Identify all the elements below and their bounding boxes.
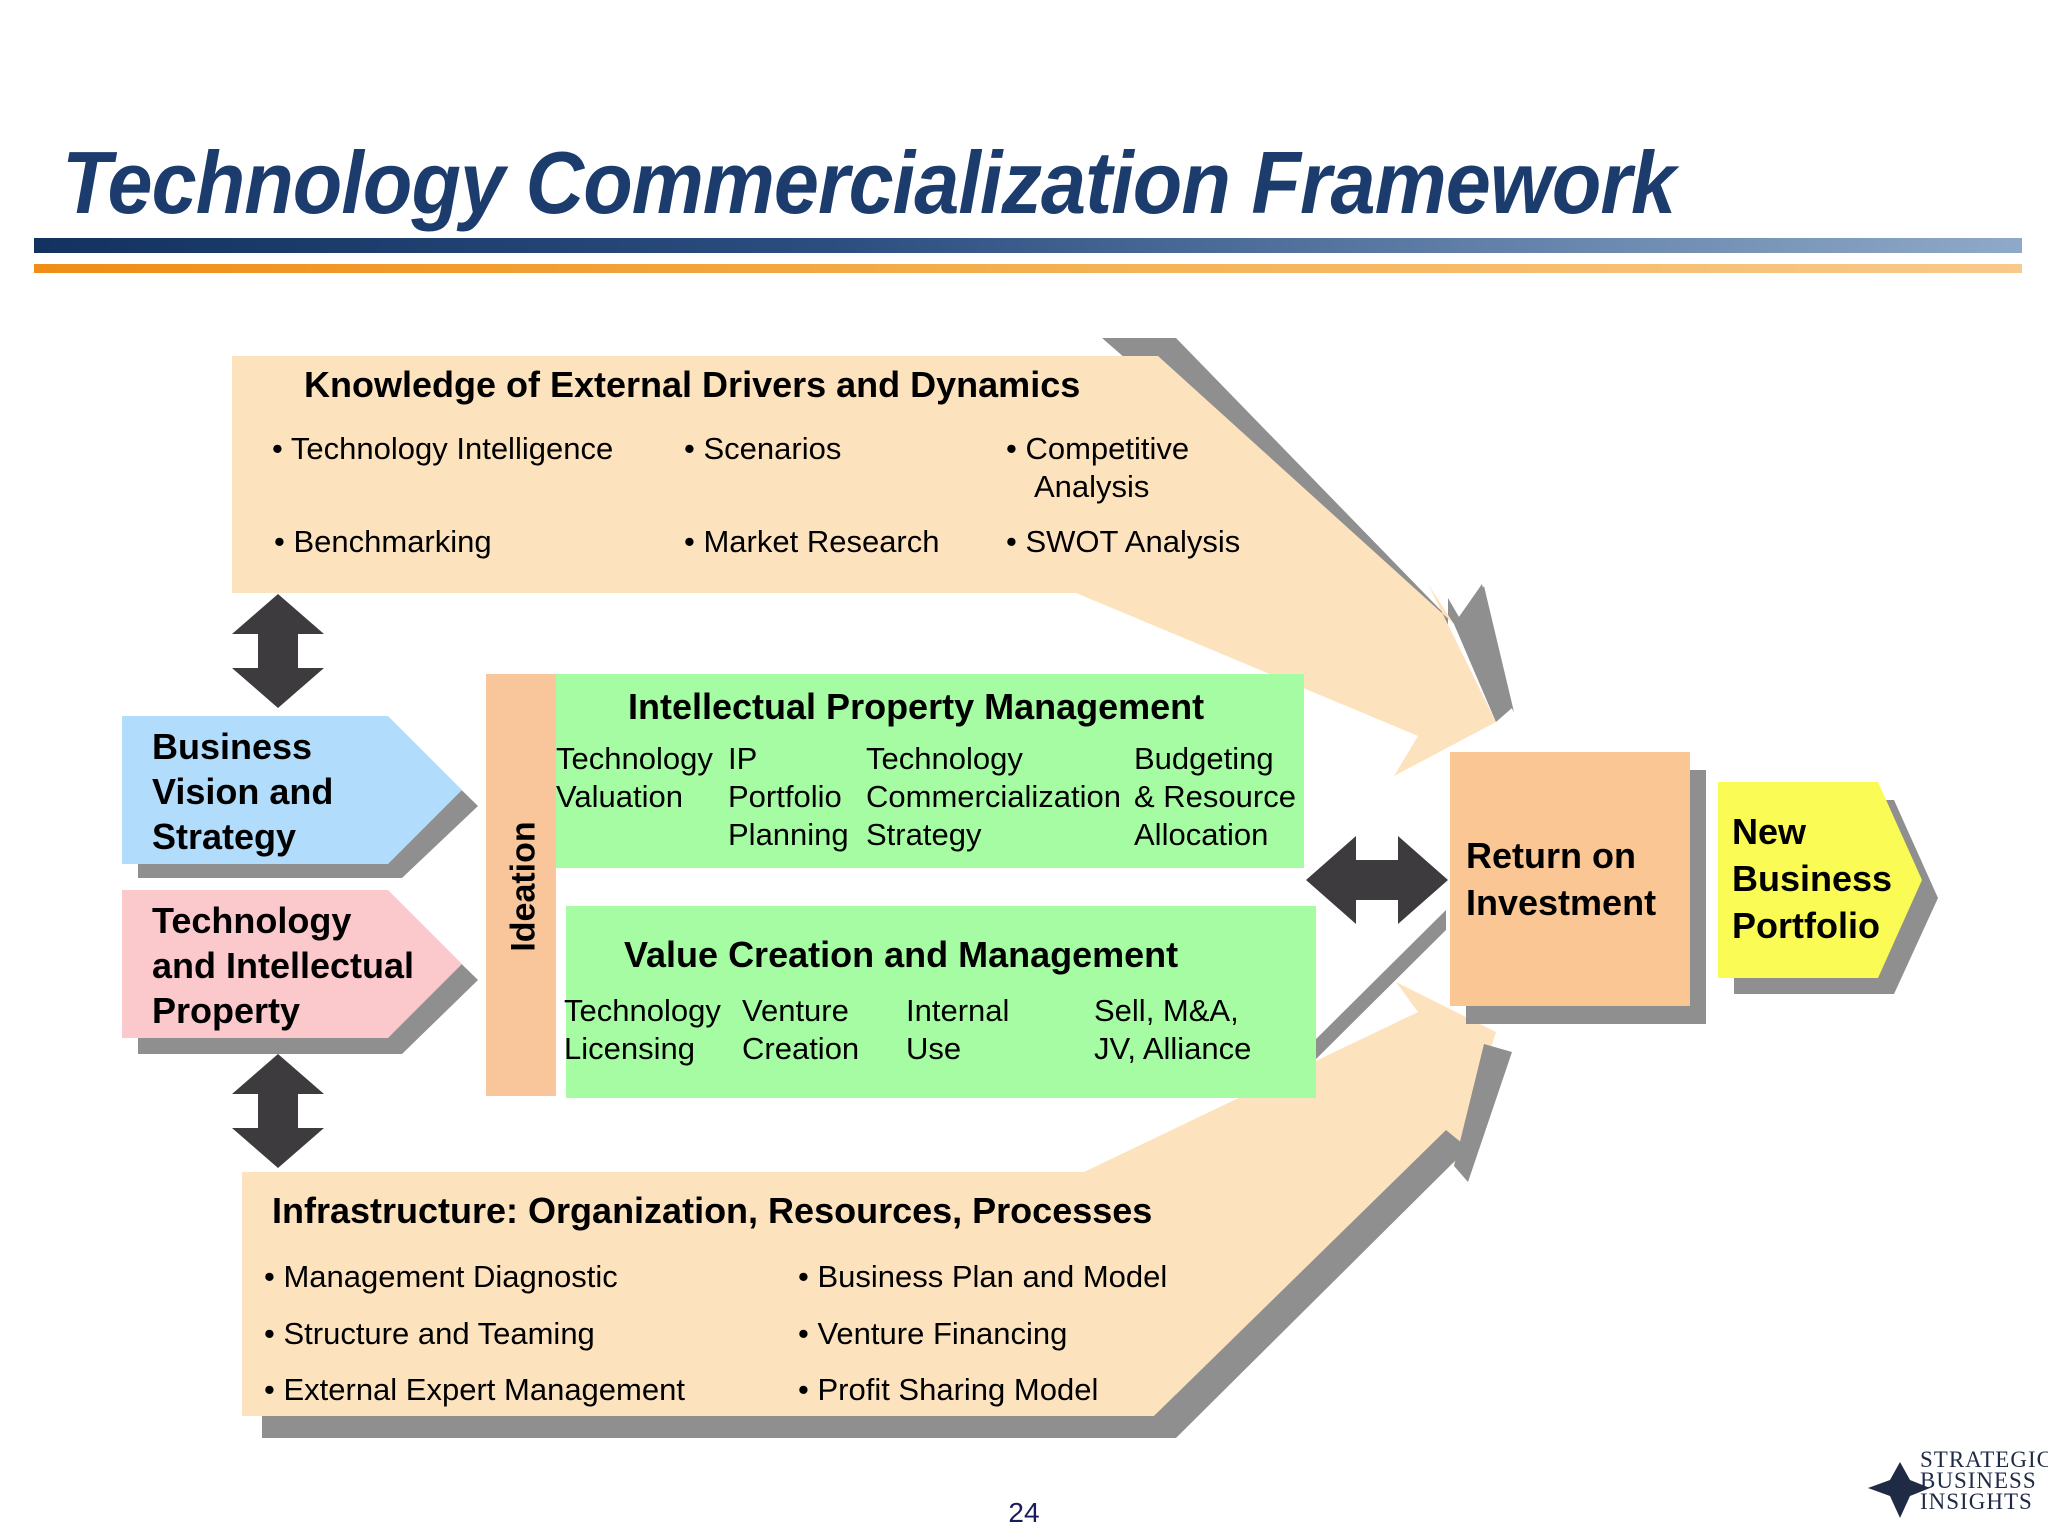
knowledge-item: • SWOT Analysis [1006,524,1241,559]
business-vision-box [122,716,462,864]
infrastructure-arrow-edge-shadow [1154,1130,1468,1438]
infrastructure-item: • Structure and Teaming [264,1316,595,1351]
knowledge-item: • Scenarios [684,431,842,466]
value-creation-box [566,906,1316,1098]
infrastructure-item: • Venture Financing [798,1316,1068,1351]
knowledge-arrow-tip-shadow [1454,584,1512,722]
ip-management-box [556,674,1304,868]
value-creation-heading: Value Creation and Management [624,934,1179,975]
knowledge-item: Analysis [1034,469,1150,504]
roi-label: Return on Investment [1466,835,1657,923]
double-arrow-top [232,594,324,708]
value-creation-column: Technology Licensing [564,993,721,1066]
infrastructure-item: • Business Plan and Model [798,1259,1168,1294]
ip-management-heading: Intellectual Property Management [628,686,1205,727]
value-creation-column: Venture Creation [742,993,860,1066]
business-vision-label: Business Vision and Strategy [152,726,334,857]
ideation-label: Ideation [504,820,543,952]
ip-management-column: IP Portfolio Planning [728,741,849,852]
title-rule-orange [34,264,2022,273]
double-arrow-bottom [232,1054,324,1168]
knowledge-item: • Technology Intelligence [272,431,614,466]
ideation-label-wrap: Ideation [492,676,556,1096]
double-arrow-horizontal [1306,836,1448,924]
knowledge-item: • Benchmarking [274,524,492,559]
infrastructure-item: • Management Diagnostic [264,1259,618,1294]
ip-management-column: Technology Commercialization Strategy [866,741,1121,852]
roi-box [1450,752,1690,1006]
infrastructure-heading: Infrastructure: Organization, Resources,… [272,1190,1153,1231]
technology-ip-label: Technology and Intellectual Property [152,900,415,1031]
ip-management-column: Technology Valuation [556,741,713,814]
knowledge-item: • Competitive [1006,431,1190,466]
ideation-bar [486,674,556,1096]
title-rule-blue [34,238,2022,253]
knowledge-arrow [232,356,1496,776]
knowledge-item: • Market Research [684,524,940,559]
page-title: Technology Commercialization Framework [62,133,1676,232]
page-number: 24 [1008,1497,1040,1528]
knowledge-heading: Knowledge of External Drivers and Dynami… [304,364,1081,405]
infrastructure-item: • Profit Sharing Model [798,1372,1099,1407]
infrastructure-arrow [242,982,1496,1416]
technology-ip-box [122,890,462,1038]
value-creation-column: Sell, M&A, JV, Alliance [1094,993,1252,1066]
value-creation-column: Internal Use [906,993,1010,1066]
logo: STRATEGIC BUSINESS INSIGHTS [1920,1447,2048,1514]
new-portfolio-box [1718,782,1922,978]
logo-star-icon [1868,1462,1930,1518]
infrastructure-arrow-tip-shadow [1454,1044,1512,1182]
ip-management-column: Budgeting & Resource Allocation [1134,741,1296,852]
new-portfolio-label: New Business Portfolio [1732,811,1893,946]
infrastructure-item: • External Expert Management [264,1372,685,1407]
